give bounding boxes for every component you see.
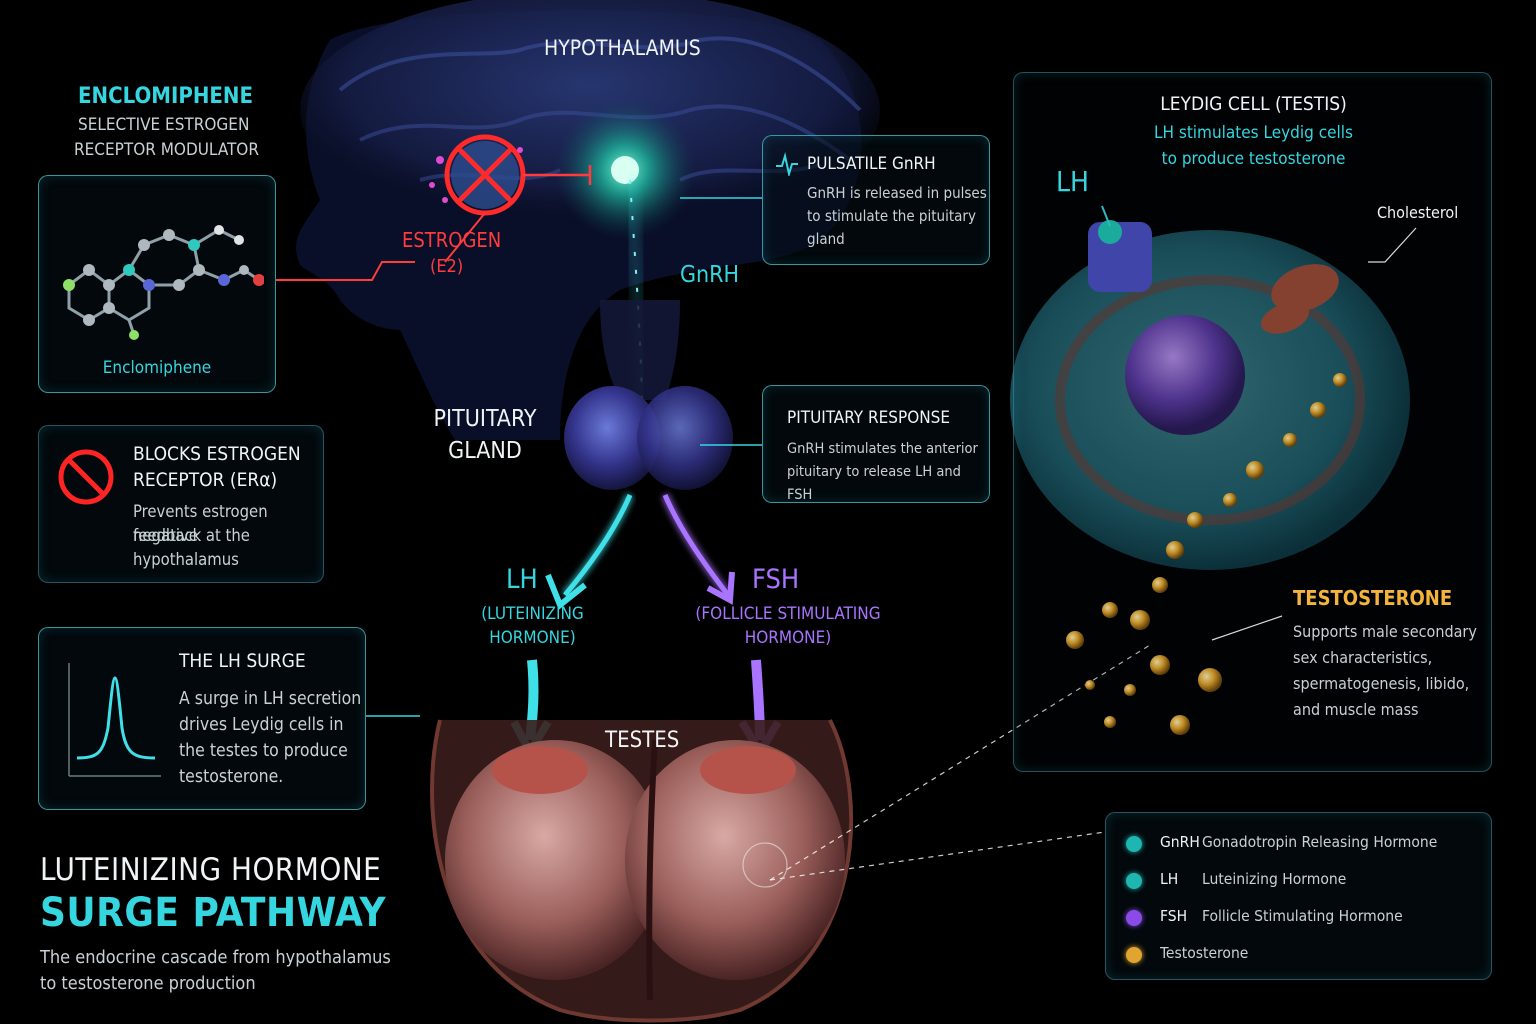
pulse-icon bbox=[775, 152, 799, 176]
leydig-subtitle-1: LH stimulates Leydig cells bbox=[1014, 123, 1493, 143]
molecule-icon bbox=[49, 190, 264, 340]
pituitary-label-2: GLAND bbox=[420, 438, 550, 464]
lh-surge-body-3: the testes to produce bbox=[179, 738, 348, 764]
legend-name: Testosterone bbox=[1160, 944, 1248, 962]
fsh-label: FSH bbox=[752, 564, 799, 595]
legend: GnRH Gonadotropin Releasing Hormone LH L… bbox=[1105, 812, 1492, 980]
estrogen-label-e2: (E2) bbox=[430, 256, 463, 277]
lh-surge-card: THE LH SURGE A surge in LH secretion dri… bbox=[38, 627, 366, 810]
legend-dot-icon bbox=[1126, 947, 1142, 963]
pituitary-label-1: PITUITARY bbox=[420, 406, 550, 432]
pituitary-response-body-1: GnRH stimulates the anterior bbox=[787, 438, 978, 461]
title-line-1: LUTEINIZING HORMONE bbox=[40, 852, 381, 888]
title-sub-1: The endocrine cascade from hypothalamus bbox=[40, 947, 391, 968]
fsh-full-2: HORMONE) bbox=[692, 628, 884, 648]
pulsatile-title: PULSATILE GnRH bbox=[807, 154, 936, 174]
legend-name: Follicle Stimulating Hormone bbox=[1202, 907, 1403, 925]
lh-surge-body-1: A surge in LH secretion bbox=[179, 686, 361, 712]
blocks-title-1: BLOCKS ESTROGEN bbox=[133, 443, 301, 465]
leydig-lh-label: LH bbox=[1056, 165, 1089, 198]
surge-curve-icon bbox=[63, 658, 163, 778]
legend-item-fsh: FSH Follicle Stimulating Hormone bbox=[1126, 907, 1486, 929]
testosterone-body-3: spermatogenesis, libido, bbox=[1293, 671, 1469, 697]
pulsatile-body-3: gland bbox=[807, 228, 845, 251]
pulsatile-body-2: to stimulate the pituitary bbox=[807, 205, 976, 228]
blocks-estrogen-card: BLOCKS ESTROGEN RECEPTOR (ERα) Prevents … bbox=[38, 425, 324, 583]
molecule-card: Enclomiphene bbox=[38, 175, 276, 393]
leydig-cell-panel: LEYDIG CELL (TESTIS) LH stimulates Leydi… bbox=[1013, 72, 1492, 772]
block-icon bbox=[57, 448, 115, 506]
legend-dot-icon bbox=[1126, 873, 1142, 889]
lh-surge-body-4: testosterone. bbox=[179, 764, 283, 790]
testosterone-title: TESTOSTERONE bbox=[1293, 586, 1452, 610]
title-sub-2: to testosterone production bbox=[40, 973, 256, 994]
legend-item-lh: LH Luteinizing Hormone bbox=[1126, 870, 1486, 892]
cholesterol-label: Cholesterol bbox=[1377, 203, 1458, 222]
legend-name: Luteinizing Hormone bbox=[1202, 870, 1346, 888]
estrogen-label: ESTROGEN bbox=[402, 228, 501, 252]
hypothalamus-label: HYPOTHALAMUS bbox=[544, 36, 701, 60]
blocks-body-3: hypothalamus bbox=[133, 548, 239, 572]
lh-label: LH bbox=[506, 564, 538, 595]
blocks-title-2: RECEPTOR (ERα) bbox=[133, 469, 277, 491]
testes-label: TESTES bbox=[605, 728, 679, 753]
testosterone-body-2: sex characteristics, bbox=[1293, 645, 1432, 671]
pituitary-response-card: PITUITARY RESPONSE GnRH stimulates the a… bbox=[762, 385, 990, 503]
fsh-full-1: (FOLLICLE STIMULATING bbox=[692, 604, 884, 624]
enclomiphene-title: ENCLOMIPHENE bbox=[78, 84, 253, 109]
gnrh-stream-label: GnRH bbox=[680, 262, 739, 288]
pulsatile-gnrh-card: PULSATILE GnRH GnRH is released in pulse… bbox=[762, 135, 990, 265]
testosterone-body-1: Supports male secondary bbox=[1293, 619, 1477, 645]
legend-abbr: GnRH bbox=[1160, 833, 1200, 851]
lh-full-1: (LUTEINIZING bbox=[460, 604, 605, 624]
lh-full-2: HORMONE) bbox=[460, 628, 605, 648]
leydig-title: LEYDIG CELL (TESTIS) bbox=[1014, 93, 1493, 115]
molecule-label: Enclomiphene bbox=[39, 358, 275, 378]
pituitary-response-body-2: pituitary to release LH and FSH bbox=[787, 461, 989, 507]
lh-surge-body-2: drives Leydig cells in bbox=[179, 712, 344, 738]
legend-abbr: FSH bbox=[1160, 907, 1187, 925]
title-line-2: SURGE PATHWAY bbox=[40, 890, 386, 936]
legend-dot-icon bbox=[1126, 910, 1142, 926]
legend-name: Gonadotropin Releasing Hormone bbox=[1202, 833, 1437, 851]
pulsatile-body-1: GnRH is released in pulses bbox=[807, 182, 987, 205]
testosterone-body-4: and muscle mass bbox=[1293, 697, 1419, 723]
lh-surge-title: THE LH SURGE bbox=[179, 650, 306, 672]
enclomiphene-subtitle-2: RECEPTOR MODULATOR bbox=[74, 140, 259, 160]
legend-item-gnrh: GnRH Gonadotropin Releasing Hormone bbox=[1126, 833, 1486, 855]
legend-item-testosterone: Testosterone bbox=[1126, 944, 1486, 966]
pituitary-response-title: PITUITARY RESPONSE bbox=[787, 408, 950, 428]
legend-dot-icon bbox=[1126, 836, 1142, 852]
legend-abbr: LH bbox=[1160, 870, 1178, 888]
blocks-body-2: feedback at the bbox=[133, 524, 250, 548]
enclomiphene-subtitle-1: SELECTIVE ESTROGEN bbox=[78, 115, 249, 135]
